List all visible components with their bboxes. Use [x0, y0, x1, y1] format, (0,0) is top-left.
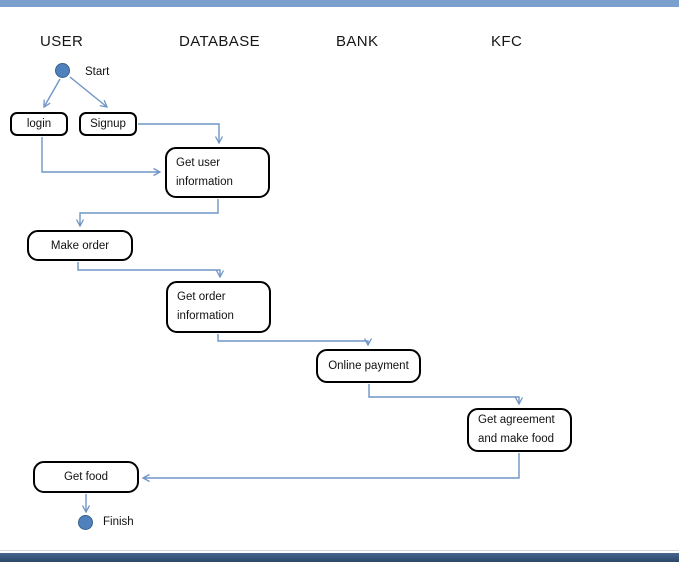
connector-signup-to-get-user-info [138, 123, 224, 145]
lane-header-bank: BANK [336, 33, 379, 50]
node-online-payment: Online payment [316, 349, 421, 383]
bottom-hairline [0, 550, 679, 551]
node-get-user-information-line2: information [176, 175, 233, 188]
node-signup: Signup [79, 112, 137, 136]
node-get-order-information-line2: information [177, 310, 234, 322]
node-make-order: Make order [27, 230, 133, 261]
finish-node-icon [78, 515, 93, 530]
node-get-user-information: Get user information [165, 147, 270, 198]
node-login-label: login [26, 118, 52, 130]
node-signup-label: Signup [90, 118, 126, 130]
bottom-border-bar [0, 553, 679, 562]
node-online-payment-label: Online payment [328, 360, 409, 372]
connector-online-payment-to-get-agreement [368, 384, 524, 406]
node-make-order-label: Make order [50, 239, 110, 252]
start-label: Start [85, 66, 110, 78]
connector-start-to-login [43, 78, 61, 109]
lane-header-database: DATABASE [179, 33, 260, 50]
connector-make-order-to-get-order-info [77, 262, 225, 279]
node-get-food: Get food [33, 461, 139, 493]
top-border-bar [0, 0, 679, 7]
lane-header-user: USER [40, 33, 84, 50]
node-get-user-information-line1: Get user [176, 156, 221, 169]
connector-get-agreement-to-get-food [141, 453, 520, 483]
node-get-order-information-line1: Get order [177, 291, 226, 303]
node-get-agreement-and-make-food: Get agreement and make food [467, 408, 572, 452]
node-get-agreement-line2: and make food [478, 433, 555, 445]
node-get-order-information: Get order information [166, 281, 271, 333]
connector-login-to-get-user-info [41, 137, 162, 177]
finish-label: Finish [103, 516, 134, 528]
node-get-food-label: Get food [63, 471, 109, 483]
node-get-agreement-line1: Get agreement [478, 414, 555, 426]
connector-get-user-info-to-make-order [75, 199, 219, 228]
lane-header-kfc: KFC [491, 33, 523, 50]
start-node-icon [55, 63, 70, 78]
connector-start-to-signup [69, 76, 109, 108]
node-login: login [10, 112, 68, 136]
connector-get-order-info-to-online-payment [217, 334, 373, 347]
